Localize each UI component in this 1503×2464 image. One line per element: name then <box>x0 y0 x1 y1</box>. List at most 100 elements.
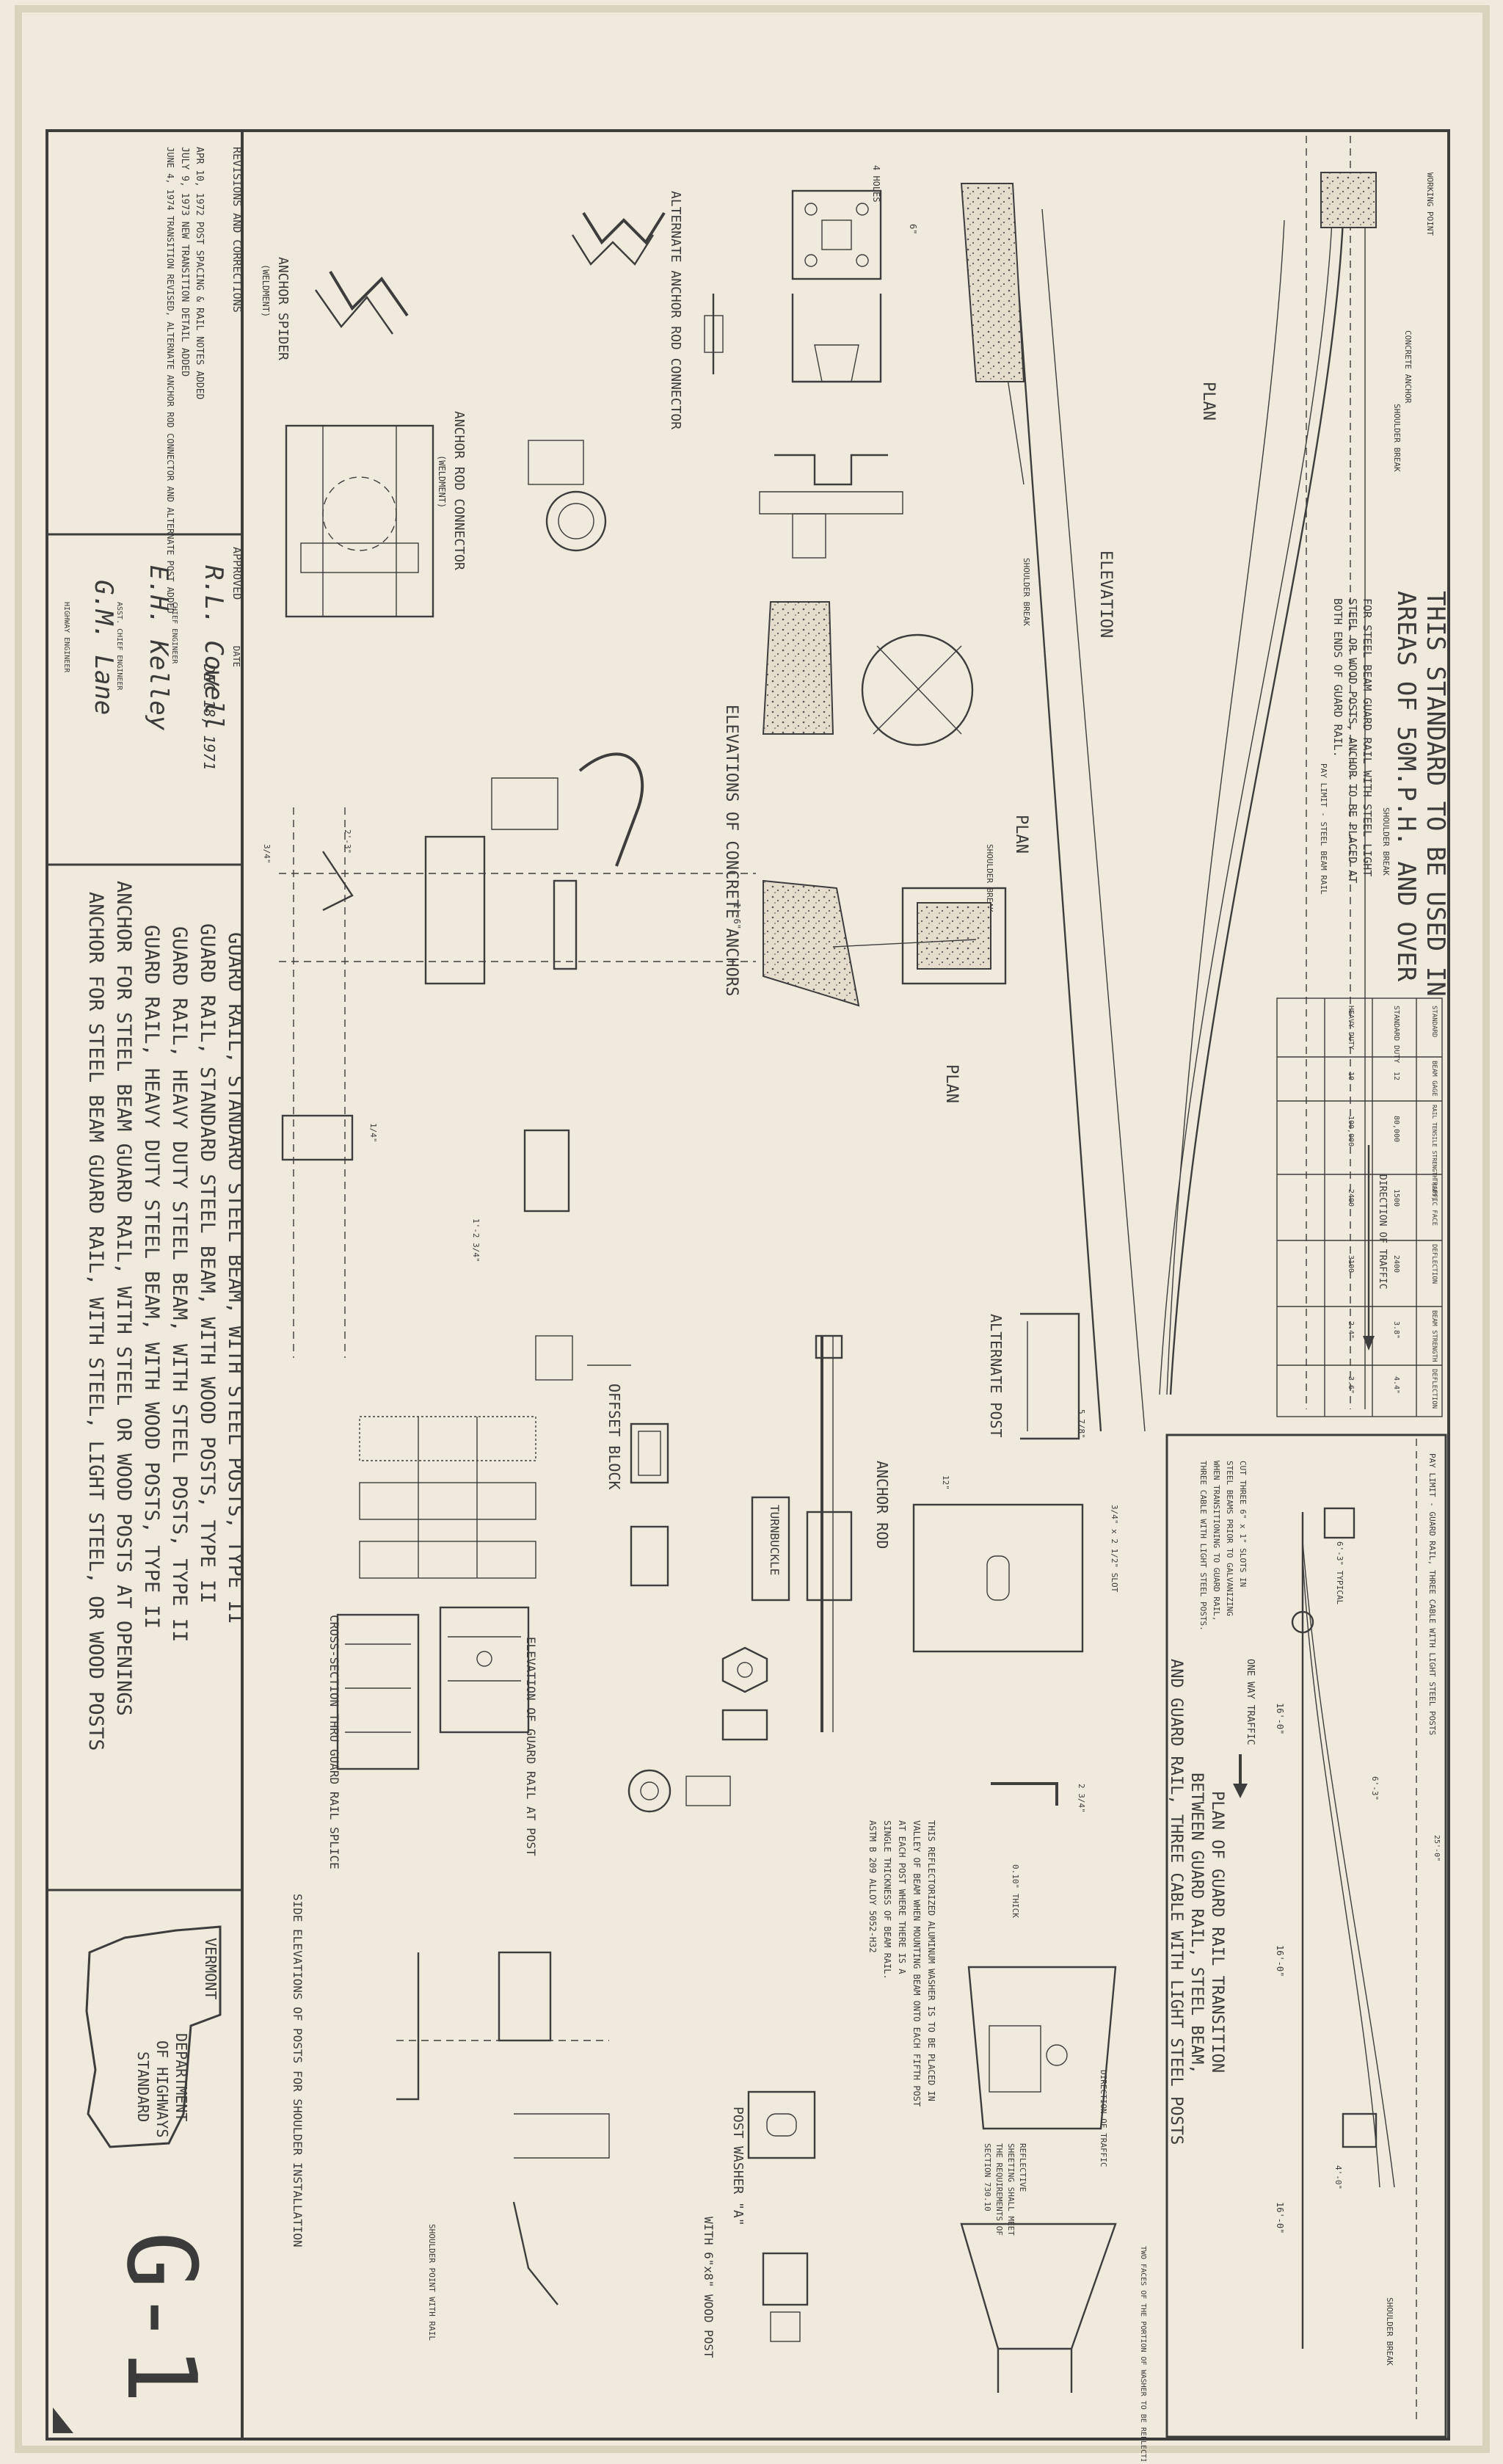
pay-limit-rail: PAY LIMIT - STEEL BEAM RAIL <box>1319 763 1328 895</box>
washer-icon <box>627 1769 672 1813</box>
reflective-note-line: REFLECTIVE <box>1018 2143 1027 2192</box>
anchor-section-1 <box>762 601 834 735</box>
dim-label: 2'-3" <box>343 829 352 854</box>
rail-beam-strips <box>359 1416 536 1579</box>
offset-block-title: OFFSET BLOCK <box>605 1384 623 1490</box>
main-notes: THIS STANDARD TO BE USED IN AREAS OF 50M… <box>1331 591 1450 997</box>
plan-view: WORKING POINT CONCRETE ANCHOR SHOULDER B… <box>1159 136 1435 1409</box>
sheet-title-line: ANCHOR FOR STEEL BEAM GUARD RAIL, WITH S… <box>112 881 135 1716</box>
agency-block: VERMONT DEPARTMENT OF HIGHWAYS STANDARD … <box>53 1925 222 2433</box>
alt-anchor-rod-connector-title: ALTERNATE ANCHOR ROD CONNECTOR <box>668 191 683 429</box>
table-header: DEFLECTION <box>1430 1244 1438 1284</box>
corner-mark <box>53 2407 73 2433</box>
sheet-number: G-1 <box>106 2231 217 2404</box>
table-cell: 3.6" <box>1347 1376 1355 1394</box>
signature-highway-role: HIGHWAY ENGINEER <box>62 602 70 673</box>
table-header: TRAFFIC FACE <box>1430 1178 1438 1226</box>
two-faces-note: TWO FACES OF THE PORTION OF WASHER TO BE… <box>1139 2246 1147 2461</box>
table-cell: HEAVY DUTY <box>1347 1006 1355 1050</box>
post-washer-plate <box>747 2090 816 2159</box>
dim-label: 5 7/8" <box>1077 1409 1086 1439</box>
approval-block: APPROVED DATE DEC 18, 1971 R.L. Cowell C… <box>62 547 244 771</box>
anchor-spider-title: ANCHOR SPIDER <box>275 257 291 360</box>
connector-ring-icon <box>545 490 607 552</box>
anchor-rod-assembly: 1'-2 3/4" 2'-3" <box>279 752 756 1381</box>
anchor-rod-detail: ALTERNATE POST 5 7/8" ANCHOR ROD TURNBUC… <box>751 1312 1086 1732</box>
anchor-connector-details: ALTERNATE ANCHOR ROD CONNECTOR ANCHOR RO… <box>261 191 903 618</box>
sheet-title-line: GUARD RAIL, HEAVY DUTY STEEL BEAM, WITH … <box>168 926 191 1642</box>
anchor-rod-title: ANCHOR ROD <box>873 1461 891 1549</box>
dim-label: 12" <box>941 1475 950 1490</box>
transition-title-1: PLAN OF GUARD RAIL TRANSITION <box>1208 1791 1226 2073</box>
dim-label: 16'-0" <box>1275 1945 1285 1977</box>
washer-note-line: SINGLE THICKNESS OF BEAM RAIL. <box>882 1820 892 1980</box>
shoulder-break-plan: SHOULDER BREAK <box>985 844 994 912</box>
dim-label: 16'-0" <box>1275 2202 1285 2234</box>
revisions-heading: REVISIONS AND CORRECTIONS <box>230 147 244 313</box>
table-cell: 100,000 <box>1347 1116 1355 1146</box>
transition-post-icon <box>1291 1610 1314 1634</box>
anchor-block-elevation <box>960 183 1025 382</box>
concrete-anchor-details: ELEVATIONS OF CONCRETE ANCHORS 1'-6" <box>722 601 1007 1007</box>
anchor-plan-square <box>917 902 991 970</box>
table-cell: 12 <box>1392 1072 1400 1080</box>
dim-label: 6'-3" <box>1370 1776 1380 1800</box>
anchor-rod-connector-sub: (WELDMENT) <box>437 455 447 508</box>
main-heading-2: AREAS OF 50M.P.H. AND OVER <box>1391 591 1421 982</box>
slot-note-line: WHEN TRANSITIONING TO GUARD RAIL, <box>1212 1461 1221 1621</box>
washer-note-line: ASTM B 209 ALLOY 5052-H32 <box>867 1820 878 1953</box>
anchor-rod-connector-title: ANCHOR ROD CONNECTOR <box>451 411 467 570</box>
revision-entry: JULY 9, 1973 NEW TRANSITION DETAIL ADDED <box>179 147 190 377</box>
wood-post-title: WITH 6"x8" WOOD POST <box>702 2217 716 2358</box>
shoulder-break-elev: SHOULDER BREAK <box>1022 558 1031 626</box>
table-cell: STANDARD DUTY <box>1392 1006 1400 1063</box>
signature-chief-role: CHIEF ENGINEER <box>170 602 178 664</box>
plan-title-2: PLAN <box>1012 815 1030 854</box>
washer-note-line: VALLEY OF BEAM WHEN MOUNTING BEAM ONTO E… <box>911 1820 922 2107</box>
sheet-title-line: GUARD RAIL, STANDARD STEEL BEAM, WITH ST… <box>224 932 247 1624</box>
reflective-washer <box>967 1966 1117 2130</box>
elevation-view: ELEVATION PLAN PLAN SHOULDER BREAK SHOUL… <box>942 183 1146 1432</box>
reflective-note-line: SHEETING SHALL MEET <box>1006 2143 1016 2236</box>
plan-title: PLAN <box>1199 382 1218 421</box>
base-plate-detail: 4 HOLES 6" <box>791 165 918 383</box>
signature-asst-role: ASST. CHIEF ENGINEER <box>115 602 123 691</box>
table-cell: 2400 <box>1347 1189 1355 1207</box>
table-cell: 2.4" <box>1347 1321 1355 1339</box>
dim-label: 2 3/4" <box>1077 1784 1086 1813</box>
concrete-anchor-label: CONCRETE ANCHOR <box>1403 330 1413 404</box>
agency-state: VERMONT <box>202 1938 219 1999</box>
sheet-title-block: GUARD RAIL, STANDARD STEEL BEAM, WITH ST… <box>84 881 247 1751</box>
washer-note-line: AT EACH POST WHERE THERE IS A <box>897 1820 907 1974</box>
angle-bracket <box>991 1782 1058 1806</box>
side-elevations-title: SIDE ELEVATIONS OF POSTS FOR SHOULDER IN… <box>291 1894 305 2247</box>
main-note-line: BOTH ENDS OF GUARD RAIL. <box>1331 598 1344 757</box>
signature-highway: G.M. Lane <box>89 580 118 715</box>
main-note-line: STEEL OR WOOD POSTS, ANCHOR TO BE PLACED… <box>1346 598 1359 883</box>
alternate-post-title: ALTERNATE POST <box>987 1314 1005 1438</box>
slot-note-line: THREE CABLE WITH LIGHT STEEL POSTS. <box>1198 1461 1208 1631</box>
table-header: BEAM STRENGTH <box>1430 1310 1438 1362</box>
working-point-label: WORKING POINT <box>1425 172 1435 236</box>
direction-label: DIRECTION OF TRAFFIC <box>1099 2070 1108 2167</box>
transition-plan: PAY LIMIT - GUARD RAIL, THREE CABLE WITH… <box>1165 1433 1447 2438</box>
dim-label: 6'-3" TYPICAL <box>1335 1541 1344 1604</box>
transition-title-3: AND GUARD RAIL, THREE CABLE WITH LIGHT S… <box>1167 1659 1185 2145</box>
sheet-title-line: GUARD RAIL, HEAVY DUTY STEEL BEAM, WITH … <box>140 925 163 1629</box>
thickness-label: 0.10" THICK <box>1011 1864 1020 1918</box>
elevation-at-post-title: ELEVATION OF GUARD RAIL AT POST <box>524 1637 538 1856</box>
table-cell: 80,000 <box>1392 1116 1400 1142</box>
washer-note-line: THIS REFLECTORIZED ALUMINUM WASHER IS TO… <box>926 1820 936 2101</box>
table-cell: 10 <box>1347 1072 1355 1080</box>
one-way-traffic-label: ONE WAY TRAFFIC <box>1245 1659 1256 1745</box>
beam-strength-table: STANDARD BEAM GAGE RAIL TENSILE STRENGTH… <box>1276 997 1443 1417</box>
agency-line2: OF HIGHWAYS <box>153 2040 171 2137</box>
cross-section-title: CROSS-SECTION THRU GUARD RAIL SPLICE <box>327 1615 341 1869</box>
agency-line1: DEPARTMENT <box>172 2033 190 2121</box>
post-elevations: 3/4" 1/4" <box>262 807 378 1358</box>
reflective-note-line: SECTION 730.10 <box>983 2143 992 2212</box>
shoulder-break-label-2: SHOULDER BREAK <box>1381 807 1391 876</box>
date-label: DATE <box>231 646 241 667</box>
anchor-plan-circle <box>861 633 974 746</box>
